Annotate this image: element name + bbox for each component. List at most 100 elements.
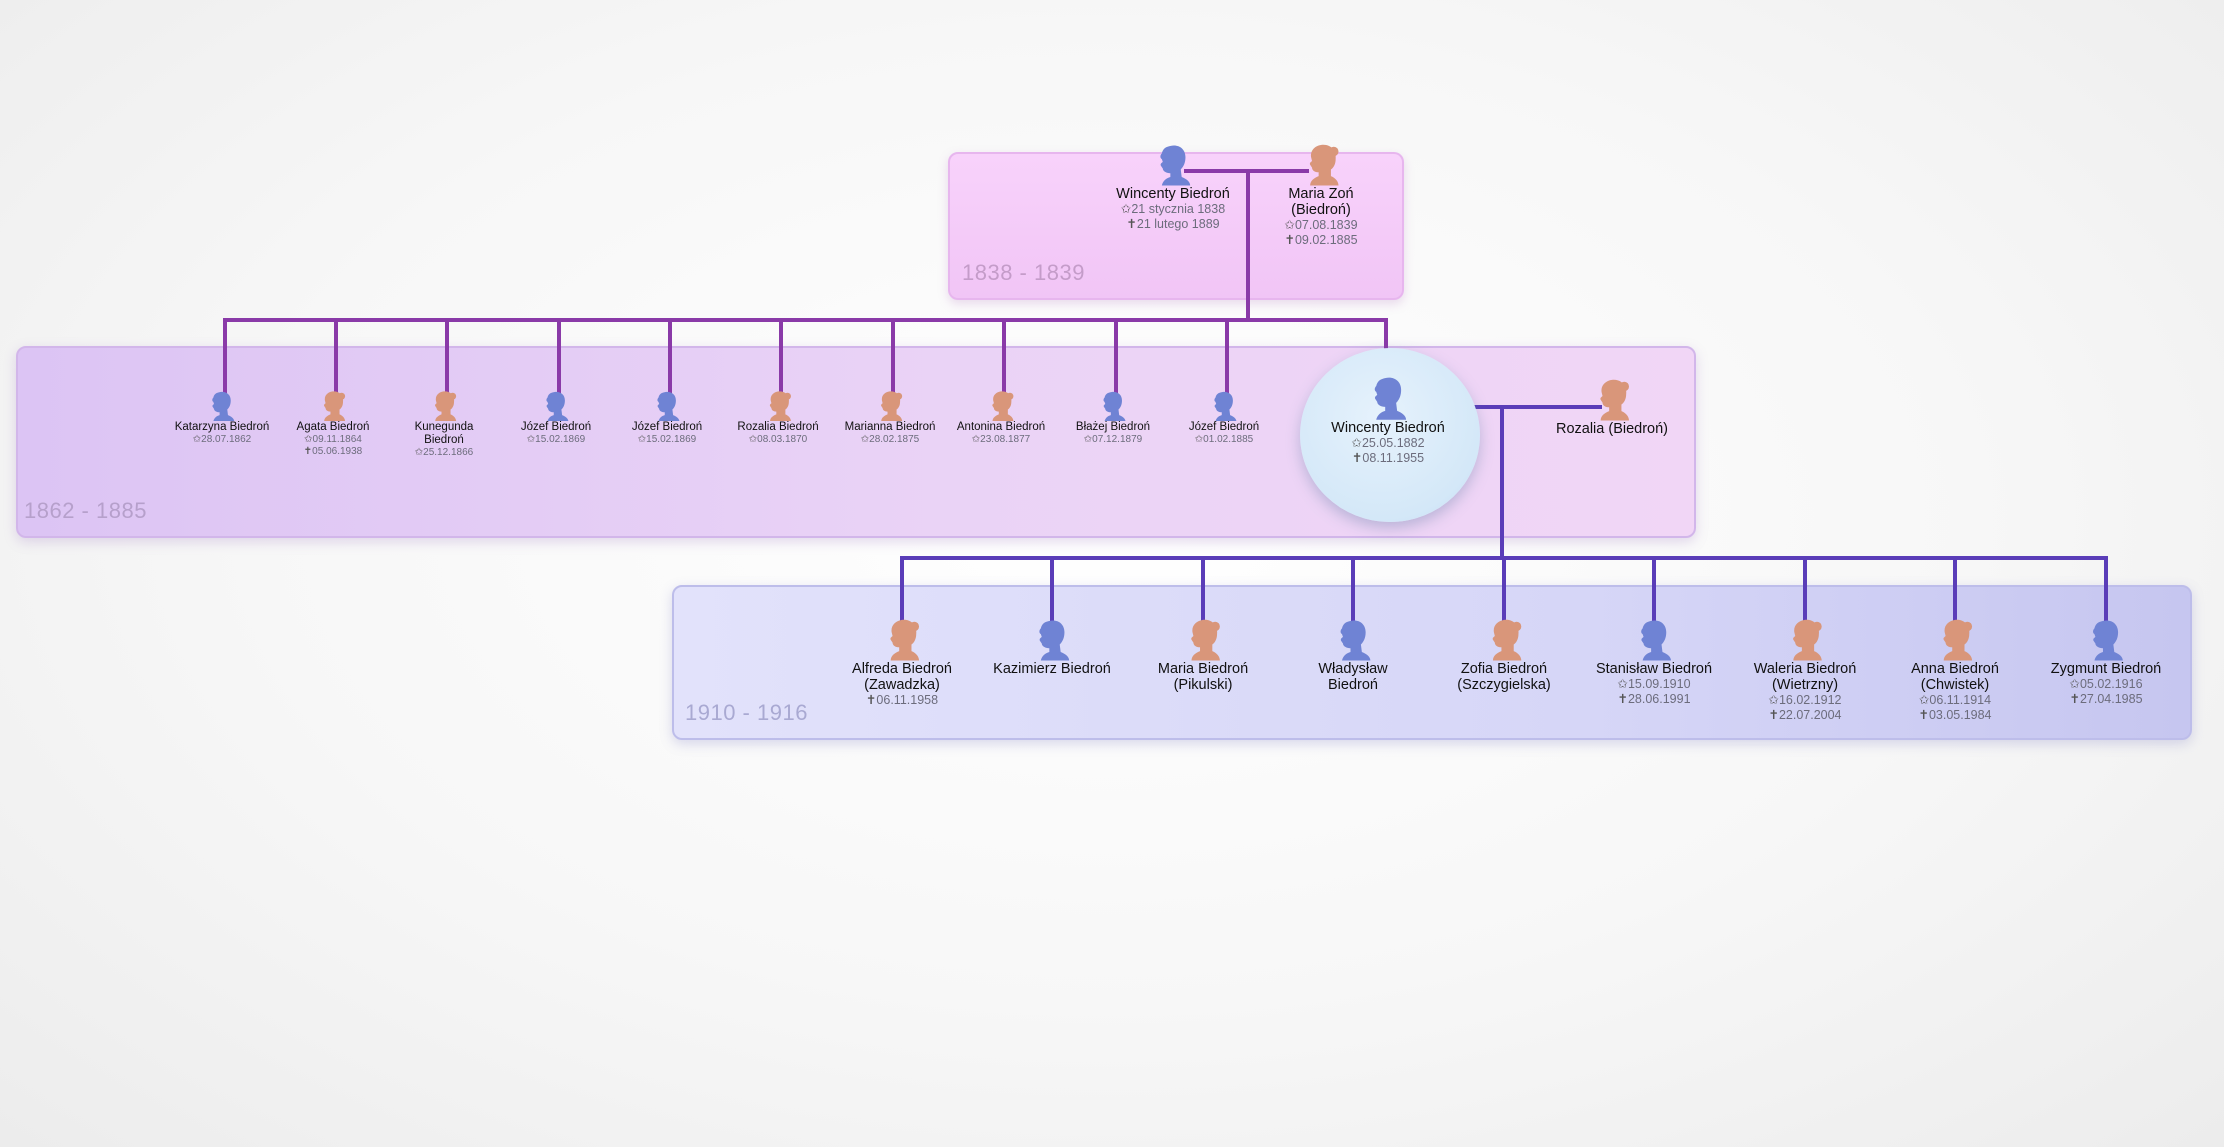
parent-node[interactable]: Maria Zoń(Biedroń)✩07.08.1839✝09.02.1885: [1284, 143, 1358, 248]
death-date-value: 09.02.1885: [1294, 233, 1358, 248]
person-name: Józef Biedroń: [1188, 421, 1260, 434]
grandchild-node[interactable]: Zofia Biedroń(Szczygielska): [1457, 618, 1551, 693]
child-node[interactable]: Józef Biedroń✩01.02.1885: [1189, 390, 1259, 446]
female-head-icon: [1284, 143, 1357, 186]
death-cross-icon: ✝: [1617, 691, 1628, 706]
death-date: ✝27.04.1985: [2051, 692, 2161, 707]
birth-date: ✩05.02.1916: [2051, 677, 2161, 692]
selected-person-node[interactable]: Wincenty Biedroń✩25.05.1882✝08.11.1955: [1331, 375, 1445, 466]
death-date-value: 03.05.1984: [1928, 708, 1992, 723]
death-date-value: 22.07.2004: [1778, 708, 1842, 723]
person-name: Wincenty Biedroń: [1116, 185, 1230, 202]
person-name: Anna Biedroń: [1911, 660, 1999, 677]
grandchild-node[interactable]: Waleria Biedroń(Wietrzny)✩16.02.1912✝22.…: [1753, 618, 1857, 723]
person-name: Waleria Biedroń: [1753, 660, 1857, 677]
birth-star-icon: ✩: [971, 434, 981, 446]
selected-person-highlight[interactable]: [1300, 348, 1480, 522]
child-node[interactable]: Józef Biedroń✩15.02.1869: [521, 390, 591, 446]
child-node[interactable]: Józef Biedroń✩15.02.1869: [632, 390, 702, 446]
person-name: Józef Biedroń: [520, 421, 592, 434]
person-name: Stanisław Biedroń: [1595, 660, 1713, 677]
child-node[interactable]: Rozalia Biedroń✩08.03.1870: [737, 390, 819, 446]
birth-date-value: 07.08.1839: [1294, 218, 1358, 233]
person-name: Zygmunt Biedroń: [2050, 660, 2162, 677]
birth-date-value: 05.02.1916: [2079, 676, 2143, 691]
birth-date-value: 15.02.1869: [646, 434, 697, 446]
male-head-icon: [175, 390, 270, 422]
grandchild-node[interactable]: Kazimierz Biedroń: [993, 618, 1111, 677]
female-head-icon: [1158, 618, 1248, 661]
birth-date: ✩21 stycznia 1838: [1116, 202, 1230, 217]
death-date: ✝22.07.2004: [1754, 708, 1857, 723]
grandchild-node[interactable]: Anna Biedroń(Chwistek)✩06.11.1914✝03.05.…: [1911, 618, 1999, 723]
birth-date-value: 16.02.1912: [1778, 693, 1842, 708]
birth-date: ✩07.12.1879: [1076, 434, 1150, 446]
death-date-value: 08.11.1955: [1362, 451, 1425, 466]
birth-star-icon: ✩: [1284, 218, 1295, 233]
death-cross-icon: ✝: [1918, 708, 1929, 723]
death-cross-icon: ✝: [2069, 691, 2080, 706]
child-node[interactable]: Antonina Biedroń✩23.08.1877: [957, 390, 1045, 446]
death-date-value: 27.04.1985: [2079, 691, 2143, 706]
male-head-icon: [1318, 618, 1387, 661]
birth-date-value: 28.02.1875: [869, 434, 920, 446]
death-date: ✝08.11.1955: [1331, 451, 1445, 466]
birth-date: ✩07.08.1839: [1284, 218, 1357, 233]
birth-star-icon: ✩: [192, 434, 202, 446]
birth-star-icon: ✩: [526, 434, 536, 446]
person-name-secondary: Biedroń: [1328, 676, 1378, 693]
birth-date-value: 25.05.1882: [1361, 436, 1425, 451]
death-date: ✝28.06.1991: [1596, 692, 1712, 707]
birth-star-icon: ✩: [304, 434, 313, 446]
child-node[interactable]: Marianna Biedroń✩28.02.1875: [844, 390, 936, 446]
spouse-node[interactable]: Rozalia (Biedroń): [1556, 378, 1668, 437]
male-head-icon: [632, 390, 702, 422]
female-head-icon: [1754, 618, 1857, 661]
death-cross-icon: ✝: [865, 693, 877, 708]
birth-star-icon: ✩: [748, 434, 758, 446]
child-node[interactable]: Katarzyna Biedroń✩28.07.1862: [175, 390, 270, 446]
child-node[interactable]: Agata Biedroń✩09.11.1864✝05.06.1938: [296, 390, 370, 458]
grandchild-node[interactable]: Zygmunt Biedroń✩05.02.1916✝27.04.1985: [2051, 618, 2161, 707]
birth-star-icon: ✩: [2069, 676, 2080, 691]
person-name: Marianna Biedroń: [844, 421, 936, 434]
person-name: Zofia Biedroń: [1460, 660, 1548, 677]
person-name: Władysław: [1318, 660, 1388, 677]
person-name: Kunegunda: [414, 421, 474, 434]
birth-star-icon: ✩: [1918, 693, 1930, 708]
birth-date: ✩06.11.1914: [1911, 693, 1999, 708]
child-node[interactable]: Błażej Biedroń✩07.12.1879: [1076, 390, 1150, 446]
person-name-secondary: (Szczygielska): [1457, 676, 1551, 693]
male-head-icon: [1331, 375, 1445, 420]
female-head-icon: [1457, 618, 1550, 661]
birth-date-value: 23.08.1877: [980, 434, 1031, 446]
grandchild-node[interactable]: Alfreda Biedroń(Zawadzka)✝06.11.1958: [852, 618, 952, 708]
person-name: Rozalia (Biedroń): [1555, 420, 1669, 437]
birth-star-icon: ✩: [1083, 434, 1093, 446]
female-head-icon: [852, 618, 952, 661]
death-cross-icon: ✝: [1284, 233, 1295, 248]
birth-date-value: 21 stycznia 1838: [1131, 201, 1226, 216]
person-name: Antonina Biedroń: [956, 421, 1046, 434]
grandchild-node[interactable]: Maria Biedroń(Pikulski): [1158, 618, 1248, 693]
birth-date: ✩25.05.1882: [1331, 436, 1445, 451]
parent-node[interactable]: Wincenty Biedroń✩21 stycznia 1838✝21 lut…: [1116, 143, 1230, 232]
birth-star-icon: ✩: [1120, 201, 1132, 216]
birth-date: ✩15.09.1910: [1596, 677, 1712, 692]
person-name: Alfreda Biedroń: [852, 660, 952, 677]
person-name: Agata Biedroń: [296, 421, 370, 434]
death-date-value: 21 lutego 1889: [1136, 216, 1220, 231]
death-date-value: 06.11.1958: [876, 693, 939, 708]
birth-date: ✩15.02.1869: [632, 434, 702, 446]
birth-star-icon: ✩: [1768, 693, 1779, 708]
person-name-secondary: (Pikulski): [1173, 676, 1233, 693]
death-cross-icon: ✝: [1126, 216, 1137, 231]
grandchild-node[interactable]: Stanisław Biedroń✩15.09.1910✝28.06.1991: [1596, 618, 1712, 707]
person-name: Maria Zoń: [1288, 185, 1354, 202]
birth-date-value: 09.11.1864: [312, 434, 362, 446]
death-date: ✝06.11.1958: [852, 693, 952, 708]
birth-date: ✩23.08.1877: [957, 434, 1045, 446]
